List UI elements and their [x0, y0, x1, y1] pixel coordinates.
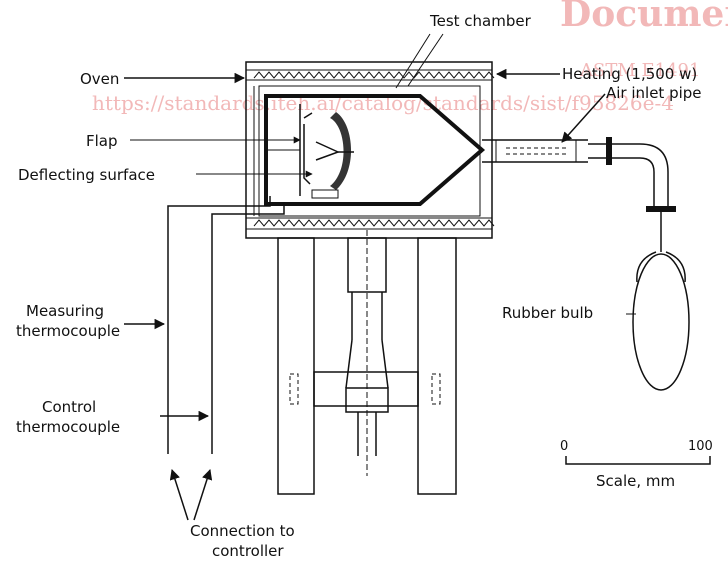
flap-assembly [303, 112, 354, 199]
label-deflecting-surface: Deflecting surface [18, 166, 155, 184]
label-flap: Flap [86, 132, 118, 150]
watermark-standard: ASTM E1491 [579, 60, 700, 81]
test-chamber [264, 94, 486, 206]
stand [277, 230, 457, 495]
label-heating: Heating (1,500 w) [562, 65, 697, 83]
label-control-line1: Control [42, 398, 96, 416]
air-inlet-pipe [482, 137, 676, 252]
label-test-chamber: Test chamber [429, 12, 532, 30]
watermark-title: Document [560, 0, 728, 35]
rubber-bulb [632, 253, 690, 391]
label-connection-line2: controller [212, 542, 284, 560]
label-air-inlet-pipe: Air inlet pipe [606, 84, 702, 102]
oven [245, 61, 495, 239]
thermocouple-wires [167, 196, 285, 454]
label-connection-line1: Connection to [190, 522, 295, 540]
label-oven: Oven [80, 70, 119, 88]
label-measuring-line1: Measuring [26, 302, 104, 320]
scale-max-label: 100 [688, 439, 713, 454]
label-control-line2: thermocouple [16, 418, 120, 436]
scale-caption: Scale, mm [596, 472, 675, 490]
top-heating-coil [253, 71, 495, 79]
callout-arrows [124, 33, 636, 521]
label-rubber-bulb: Rubber bulb [502, 304, 593, 322]
scale-min-label: 0 [560, 439, 568, 454]
label-measuring-line2: thermocouple [16, 322, 120, 340]
bottom-heating-coil [253, 219, 495, 227]
scale-bar: 0 100 Scale, mm [560, 439, 713, 490]
